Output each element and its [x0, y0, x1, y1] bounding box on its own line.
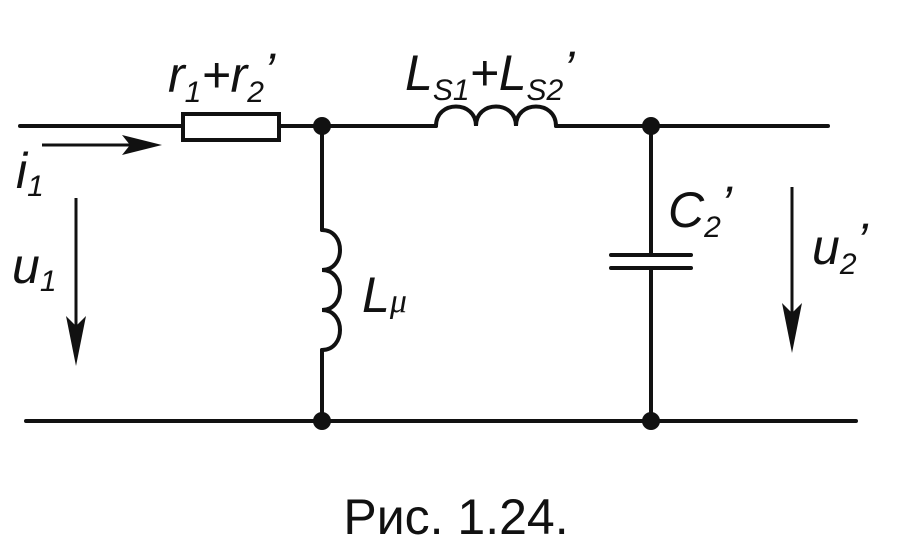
resistor-label: r1+r2’ — [168, 43, 276, 109]
capacitor-label: C2’ — [668, 176, 733, 244]
current-arrowhead-icon — [122, 135, 162, 155]
input-voltage-label: u1 — [12, 238, 57, 298]
output-voltage-label: u2’ — [812, 213, 869, 281]
junction-dot — [642, 117, 660, 135]
input-current-label: i1 — [16, 143, 44, 203]
junction-dot — [313, 117, 331, 135]
figure-caption: Рис. 1.24. — [343, 489, 568, 545]
series-inductor-label: LS1+LS2’ — [405, 41, 575, 107]
output-voltage-arrowhead-icon — [782, 303, 802, 353]
magnetizing-inductor-label: Lμ — [362, 267, 407, 323]
junction-dot — [642, 412, 660, 430]
magnetizing-inductor-symbol — [320, 228, 342, 352]
junction-dot — [313, 412, 331, 430]
resistor-symbol — [181, 112, 281, 142]
series-inductor-symbol — [434, 104, 558, 128]
input-voltage-arrowhead-icon — [66, 316, 86, 366]
